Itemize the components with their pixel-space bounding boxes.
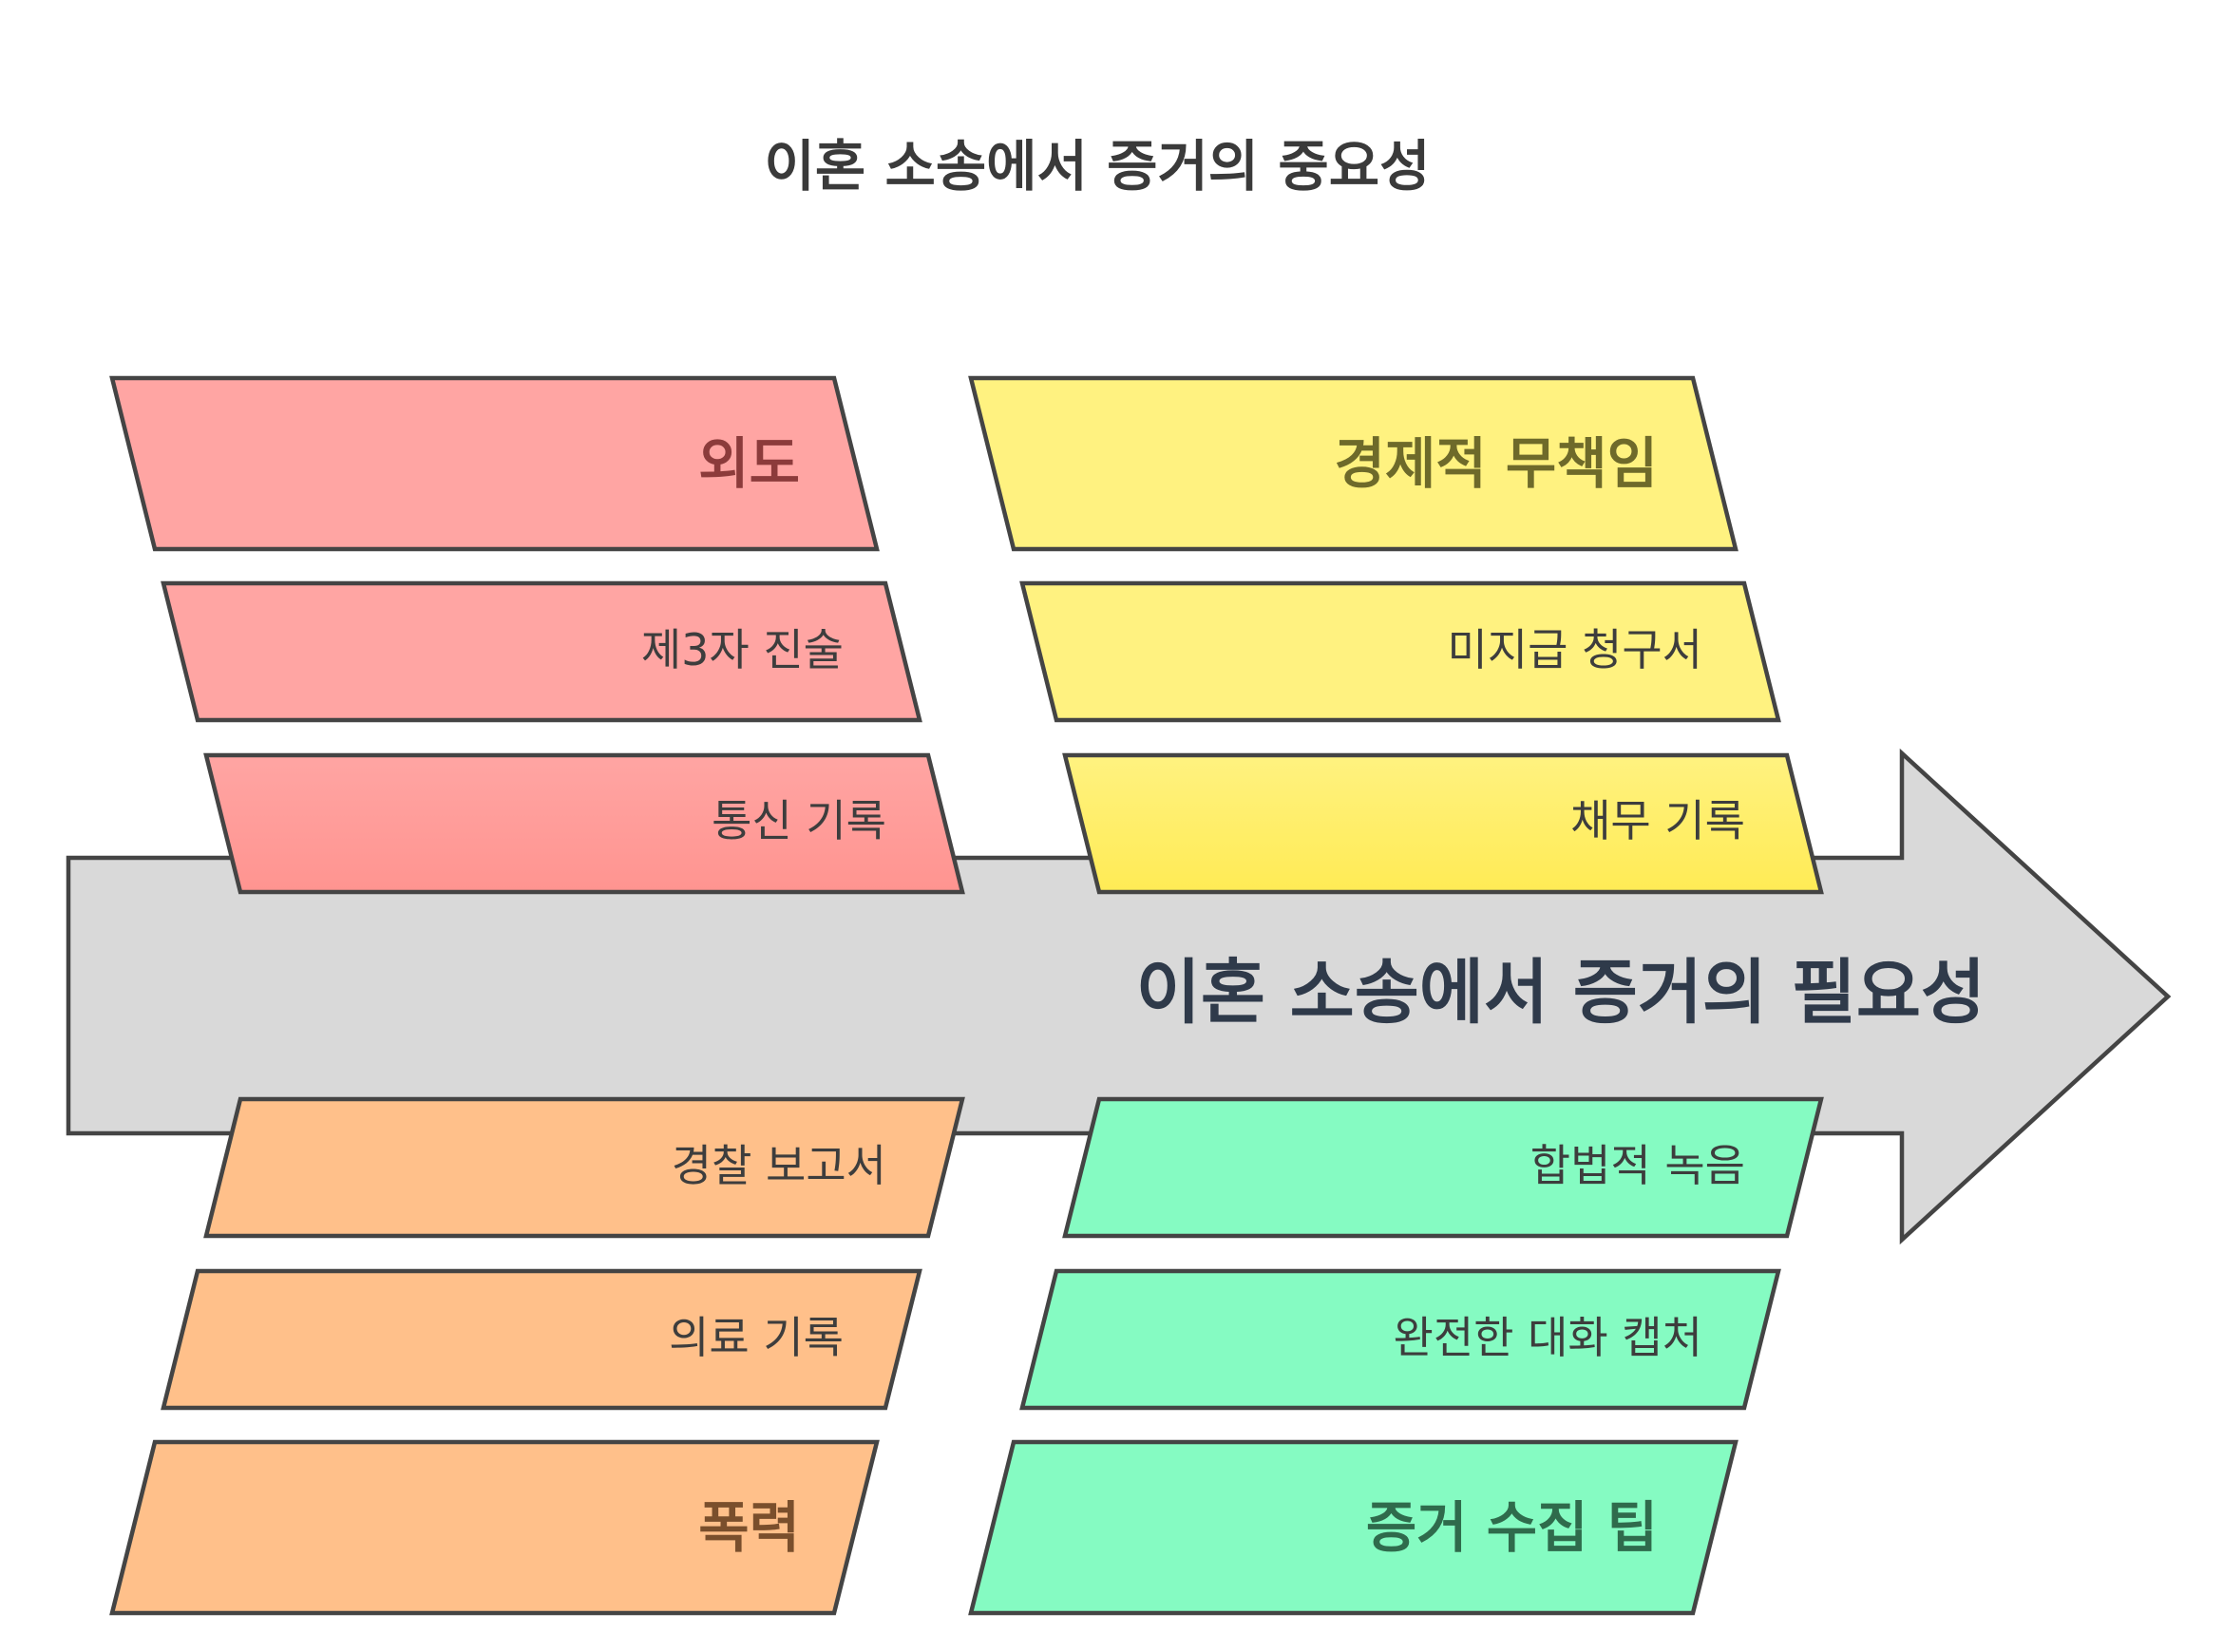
item-medical-records: 의료 기록 bbox=[669, 1312, 844, 1363]
item-unpaid-bills: 미지급 청구서 bbox=[1447, 624, 1702, 675]
spine-label: 이혼 소송에서 증거의 필요성 bbox=[1136, 952, 1986, 1034]
item-police-report: 경찰 보고서 bbox=[672, 1140, 886, 1191]
category-tips-label: 증거 수집 팁 bbox=[1366, 1495, 1658, 1560]
item-medical-records-box bbox=[161, 1268, 922, 1411]
category-violence-label: 폭력 bbox=[698, 1495, 800, 1560]
item-legal-recording-box bbox=[1062, 1096, 1824, 1239]
category-infidelity-label: 외도 bbox=[698, 431, 800, 496]
category-economic-label: 경제적 무책임 bbox=[1335, 431, 1658, 496]
branch-tips: 합법적 녹음 완전한 대화 캡처 증거 수집 팁 bbox=[968, 1096, 1824, 1616]
item-police-report-box bbox=[203, 1096, 965, 1239]
item-communication-records: 통신 기록 bbox=[712, 795, 886, 846]
item-third-party-statement: 제3자 진술 bbox=[641, 624, 844, 675]
item-full-conversation-capture: 완전한 대화 캡처 bbox=[1394, 1312, 1702, 1363]
branch-violence: 경찰 보고서 의료 기록 폭력 bbox=[109, 1096, 965, 1616]
item-communication-records-box bbox=[203, 752, 965, 895]
item-third-party-statement-box bbox=[161, 580, 922, 723]
item-unpaid-bills-box bbox=[1019, 580, 1781, 723]
category-violence-box bbox=[109, 1439, 880, 1616]
branch-economic: 경제적 무책임 미지급 청구서 채무 기록 bbox=[968, 375, 1824, 895]
item-debt-records-box bbox=[1062, 752, 1824, 895]
item-legal-recording: 합법적 녹음 bbox=[1530, 1140, 1745, 1191]
diagram-title: 이혼 소송에서 증거의 중요성 bbox=[765, 134, 1431, 199]
category-economic-box bbox=[968, 375, 1738, 552]
branch-infidelity: 외도 제3자 진술 통신 기록 bbox=[109, 375, 965, 895]
item-full-conversation-capture-box bbox=[1019, 1268, 1781, 1411]
category-infidelity-box bbox=[109, 375, 880, 552]
category-tips-box bbox=[968, 1439, 1738, 1616]
item-debt-records: 채무 기록 bbox=[1570, 795, 1745, 846]
